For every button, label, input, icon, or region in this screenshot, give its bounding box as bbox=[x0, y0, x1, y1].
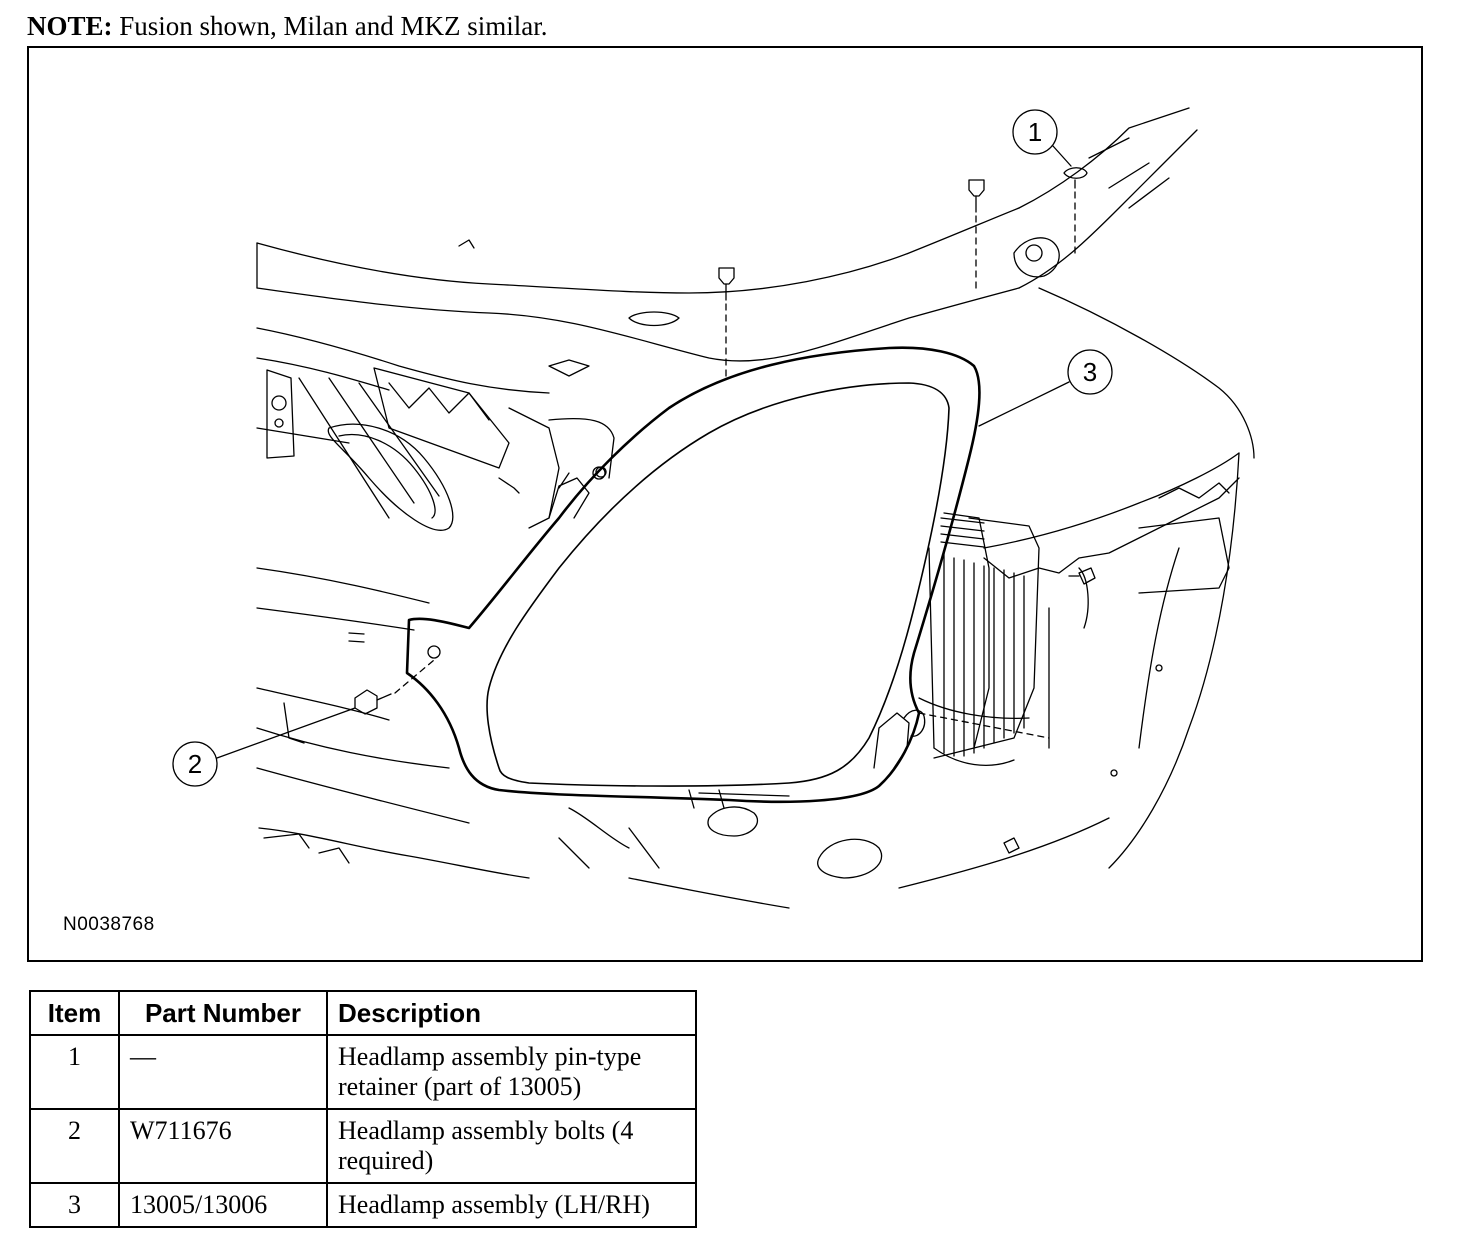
bolt-icon bbox=[354, 689, 378, 715]
callout-2: 2 bbox=[172, 707, 356, 787]
fasteners bbox=[354, 167, 1096, 739]
header-description: Description bbox=[326, 990, 697, 1036]
headlamp-housing-fins bbox=[918, 512, 1040, 766]
cell-item: 2 bbox=[29, 1108, 120, 1184]
callout-3: 3 bbox=[978, 349, 1113, 427]
line-drawing: 1 2 3 bbox=[172, 107, 1255, 909]
cell-item: 1 bbox=[29, 1034, 120, 1110]
bolt-icon bbox=[718, 267, 735, 285]
cell-part-number: — bbox=[118, 1034, 328, 1110]
bolt-icon bbox=[968, 179, 985, 197]
table-header-row: Item Part Number Description bbox=[29, 990, 697, 1036]
callout-1: 1 bbox=[1012, 109, 1072, 167]
cell-description: Headlamp assembly bolts (4 required) bbox=[326, 1108, 697, 1184]
headlamp-assembly bbox=[405, 346, 981, 809]
callout-1-label: 1 bbox=[1028, 117, 1042, 147]
cell-part-number: 13005/13006 bbox=[118, 1182, 328, 1228]
left-frame bbox=[256, 327, 615, 879]
header-item: Item bbox=[29, 990, 120, 1036]
upper-support bbox=[256, 107, 1198, 377]
bolt-icon bbox=[1078, 567, 1096, 585]
headlamp-diagram: 1 2 3 N0038768 bbox=[27, 46, 1423, 962]
right-fender bbox=[558, 287, 1255, 909]
cell-description: Headlamp assembly (LH/RH) bbox=[326, 1182, 697, 1228]
table-row: 1 — Headlamp assembly pin-type retainer … bbox=[29, 1034, 697, 1110]
note-line: NOTE: Fusion shown, Milan and MKZ simila… bbox=[27, 10, 548, 42]
callout-2-label: 2 bbox=[188, 749, 202, 779]
note-text: Fusion shown, Milan and MKZ similar. bbox=[112, 11, 548, 41]
cell-part-number: W711676 bbox=[118, 1108, 328, 1184]
table-row: 2 W711676 Headlamp assembly bolts (4 req… bbox=[29, 1108, 697, 1184]
note-label: NOTE: bbox=[27, 11, 113, 41]
pin-retainer-icon bbox=[1063, 167, 1088, 179]
parts-table: Item Part Number Description 1 — Headlam… bbox=[29, 990, 697, 1228]
cell-item: 3 bbox=[29, 1182, 120, 1228]
callout-3-label: 3 bbox=[1083, 357, 1097, 387]
cell-description: Headlamp assembly pin-type retainer (par… bbox=[326, 1034, 697, 1110]
table-row: 3 13005/13006 Headlamp assembly (LH/RH) bbox=[29, 1182, 697, 1228]
header-part-number: Part Number bbox=[118, 990, 328, 1036]
figure-id: N0038768 bbox=[63, 914, 155, 935]
